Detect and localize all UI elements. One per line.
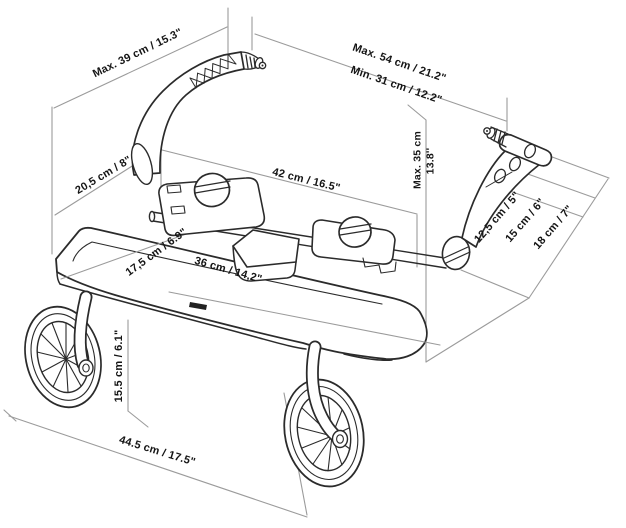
- deck-outline: [55, 226, 428, 361]
- arm-tube: [461, 150, 541, 248]
- front-lip-bottom-right: [343, 353, 393, 361]
- adjustment-holes: [485, 143, 537, 188]
- left-face-edge: [56, 271, 61, 285]
- deck-slot: [189, 302, 207, 310]
- dimension-lines-on-deck: [60, 227, 441, 346]
- clamp-housing-left: [158, 172, 266, 237]
- axle-hub: [331, 429, 349, 449]
- board-deck: [55, 226, 428, 361]
- dim-label-13-8in: 13.8'': [424, 147, 437, 175]
- right-arm-connector-tip: [483, 126, 509, 148]
- deck-recess-line: [72, 241, 383, 305]
- dim-label-15-5cm: 15.5 cm / 6.1": [113, 329, 126, 403]
- axle-hub: [78, 359, 94, 377]
- dim-label-max-35cm: Max. 35 cm: [411, 130, 424, 190]
- front-lip-bottom-left: [59, 283, 307, 350]
- grip-knurl-texture: [189, 53, 237, 89]
- left-arm: [130, 51, 267, 186]
- right-arm: [441, 126, 553, 271]
- clamp-housing-right: [311, 216, 397, 274]
- left-wheel: [24, 290, 102, 409]
- dimension-lines-behind: [3, 7, 610, 518]
- left-arm-connector-tip: [240, 51, 267, 70]
- tire-inner: [30, 313, 96, 401]
- bumper-block: [232, 229, 300, 282]
- right-wheel: [283, 340, 365, 488]
